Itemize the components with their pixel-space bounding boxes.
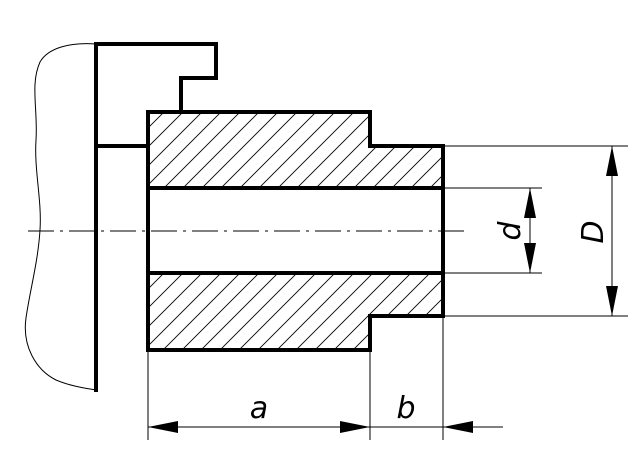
hatch-line	[231, 273, 324, 350]
hatch-line	[212, 273, 305, 350]
hatch-bottom	[0, 266, 643, 357]
hatch-line	[383, 273, 443, 350]
hatch-line	[631, 266, 643, 357]
hatch-line	[148, 273, 191, 350]
break-line	[24, 43, 97, 391]
hatch-line	[308, 112, 400, 188]
hatch-line	[148, 112, 153, 188]
hatch-line	[440, 273, 443, 350]
hatch-line	[148, 112, 210, 188]
hatch-line	[0, 266, 76, 357]
hatch-line	[384, 112, 443, 188]
hatch-line	[193, 273, 286, 350]
dimension-label-D: D	[576, 220, 611, 243]
hatch-line	[345, 273, 438, 350]
arrow-a-right	[340, 421, 370, 433]
hatch-line	[23, 266, 114, 357]
hatch-line	[575, 105, 643, 195]
hatch-line	[175, 112, 267, 188]
hatch-line	[289, 112, 381, 188]
hatch-line	[517, 266, 608, 357]
hatch-line	[0, 266, 57, 357]
hatch-line	[155, 273, 248, 350]
hatch-line	[42, 266, 133, 357]
hatch-line	[0, 105, 57, 195]
dimension-label-b: b	[396, 391, 415, 426]
hatch-line	[421, 273, 443, 350]
hatch-line	[156, 112, 248, 188]
hatch-line	[148, 112, 191, 188]
hatch-line	[4, 266, 95, 357]
hatch-line	[441, 112, 443, 188]
hatch-line	[480, 105, 570, 195]
hatch-line	[213, 112, 305, 188]
hatch-line	[251, 112, 343, 188]
hatch-line	[288, 273, 381, 350]
hatch-line	[269, 273, 362, 350]
hatch-line	[556, 105, 643, 195]
hatch-line	[574, 266, 643, 357]
hatch-line	[174, 273, 267, 350]
hatch-line	[613, 105, 643, 195]
hatch-line	[148, 112, 172, 188]
hatch-line	[232, 112, 324, 188]
hatch-line	[555, 266, 643, 357]
hatch-line	[346, 112, 438, 188]
hatch-line	[270, 112, 362, 188]
hatch-top	[0, 105, 643, 195]
hatch-line	[0, 266, 19, 357]
hatch-line	[148, 273, 210, 350]
dimension-label-d: d	[493, 221, 528, 241]
hatch-line	[594, 105, 643, 195]
hatch-line	[499, 105, 589, 195]
hatch-line	[612, 266, 643, 357]
hatch-line	[632, 105, 643, 195]
arrow-D-top	[606, 146, 618, 176]
hatch-line	[250, 273, 343, 350]
hatch-line	[498, 266, 589, 357]
hatch-line	[518, 105, 608, 195]
hatch-line	[537, 105, 627, 195]
hatch-line	[461, 105, 551, 195]
hatch-line	[148, 273, 172, 350]
arrow-b-right	[443, 421, 473, 433]
hatch-line	[5, 105, 95, 195]
hatch-line	[593, 266, 643, 357]
hatch-line	[307, 273, 400, 350]
hatch-line	[460, 266, 551, 357]
arrow-d-bottom	[524, 243, 536, 273]
arrow-D-bottom	[606, 286, 618, 316]
hatch-line	[0, 105, 19, 195]
hatch-line	[0, 266, 38, 357]
dimension-label-a: a	[250, 391, 268, 426]
arrow-a-left	[148, 421, 178, 433]
hatch-line	[148, 273, 153, 350]
hatch-line	[326, 273, 419, 350]
hatch-line	[479, 266, 570, 357]
hatch-line	[43, 105, 133, 195]
holder-outline	[94, 42, 218, 392]
hatch-line	[194, 112, 286, 188]
hatch-line	[327, 112, 419, 188]
hatch-line	[536, 266, 627, 357]
hatch-line	[148, 112, 229, 188]
hatch-line	[403, 112, 443, 188]
hatch-line	[148, 273, 229, 350]
hatch-line	[422, 112, 443, 188]
hatch-line	[402, 273, 443, 350]
arrow-d-top	[524, 188, 536, 218]
hatch-line	[0, 105, 38, 195]
